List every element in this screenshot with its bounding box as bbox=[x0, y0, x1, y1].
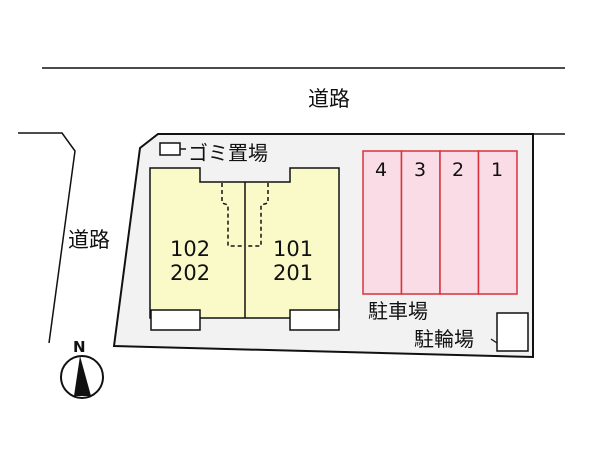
unit-202: 202 bbox=[170, 261, 210, 285]
garbage-area: ゴミ置場 bbox=[159, 141, 268, 165]
north-compass-icon: N bbox=[60, 338, 104, 399]
balcony-right bbox=[289, 309, 340, 331]
bicycle-label: 駐輪場 bbox=[414, 327, 474, 351]
parking-space-3 bbox=[400, 150, 441, 295]
parking-number-1: 1 bbox=[491, 159, 503, 181]
unit-201: 201 bbox=[273, 261, 313, 285]
stairs-right bbox=[245, 183, 269, 247]
unit-101: 101 bbox=[273, 237, 313, 261]
left-road-label: 道路 bbox=[68, 228, 110, 252]
parking-number-4: 4 bbox=[375, 159, 387, 181]
parking-space-2 bbox=[439, 150, 480, 295]
parking-space-4 bbox=[362, 150, 403, 295]
compass-north-label: N bbox=[73, 338, 86, 356]
parking-space-1 bbox=[477, 150, 518, 295]
bicycle-parking-box bbox=[496, 312, 529, 352]
parking-number-2: 2 bbox=[452, 159, 464, 181]
garbage-label: ゴミ置場 bbox=[188, 141, 268, 165]
unit-102: 102 bbox=[170, 237, 210, 261]
stairs-left bbox=[221, 183, 245, 247]
garbage-box-icon bbox=[159, 142, 181, 156]
balcony-left bbox=[150, 309, 201, 331]
left-road-line bbox=[18, 132, 76, 344]
top-road-label: 道路 bbox=[308, 87, 350, 111]
parking-area: 4 3 2 1 bbox=[362, 150, 518, 295]
parking-label: 駐車場 bbox=[368, 299, 428, 323]
parking-number-3: 3 bbox=[414, 159, 426, 181]
